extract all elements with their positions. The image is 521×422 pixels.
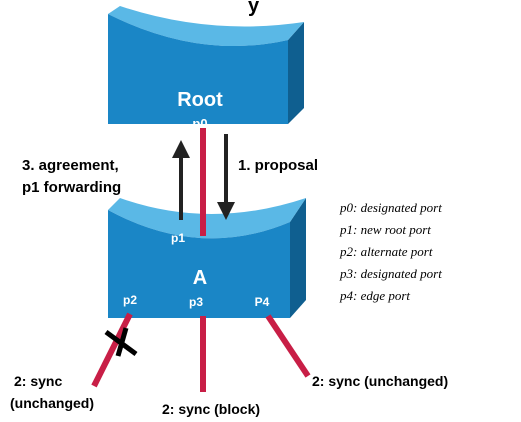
legend-item: p1: new root port (339, 222, 431, 237)
switch-a-top (108, 198, 306, 239)
title-fragment: y (248, 0, 260, 17)
root-switch-side (288, 22, 304, 124)
sync-p4: 2: sync (unchanged) (312, 373, 448, 389)
proposal-arrow (217, 134, 235, 220)
link-p4 (265, 314, 311, 378)
port-legend: p0: designated port p1: new root port p2… (339, 200, 442, 303)
root-switch-label: Root (177, 89, 223, 111)
port-p3-label: p3 (189, 295, 203, 309)
root-switch: Root p0 (108, 6, 304, 131)
agreement-label-line2: p1 forwarding (22, 179, 121, 196)
legend-item: p4: edge port (339, 288, 410, 303)
port-p4-label: P4 (255, 295, 270, 309)
switch-a-side (290, 198, 306, 318)
link-p2 (91, 312, 133, 388)
sync-p2-line1: 2: sync (14, 373, 62, 389)
legend-item: p3: designated port (339, 266, 442, 281)
blocked-x-mark (104, 327, 138, 357)
root-switch-front (108, 14, 288, 124)
port-p1-label: p1 (171, 231, 185, 245)
proposal-label: 1. proposal (238, 157, 318, 174)
sync-p3: 2: sync (block) (162, 401, 260, 417)
legend-item: p0: designated port (339, 200, 442, 215)
port-p2-label: p2 (123, 293, 137, 307)
sync-p2-line2: (unchanged) (10, 395, 94, 411)
switch-a-label: A (193, 267, 207, 289)
root-switch-top (108, 6, 304, 47)
agreement-arrow (172, 140, 190, 220)
legend-item: p2: alternate port (339, 244, 433, 259)
switch-a: A p1 p2 p3 P4 (108, 198, 306, 318)
root-port-p0-label: p0 (192, 116, 207, 131)
switch-a-front (108, 210, 290, 318)
agreement-label-line1: 3. agreement, (22, 157, 119, 174)
